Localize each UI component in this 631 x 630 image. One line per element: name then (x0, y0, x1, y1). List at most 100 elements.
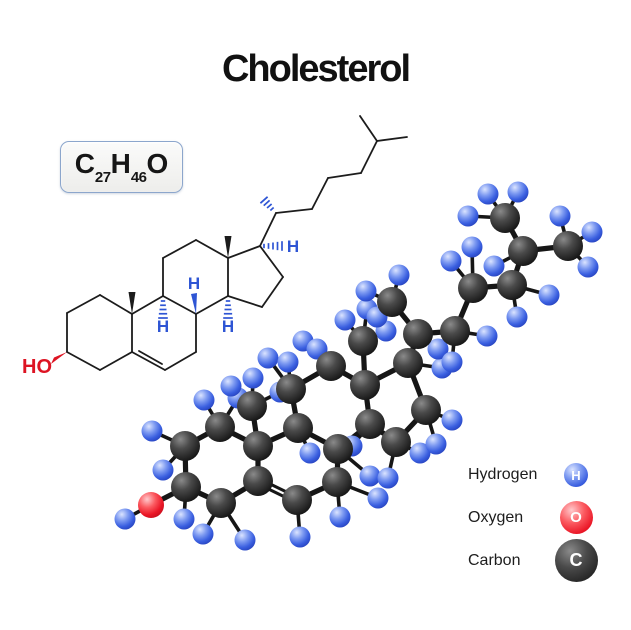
atom-H (461, 236, 483, 258)
skeletal-bond (227, 245, 261, 259)
double-bond-inner-line (138, 350, 163, 365)
legend-label-carbon: Carbon (468, 551, 521, 569)
skeletal-bond (162, 295, 197, 315)
atom-C (237, 391, 267, 421)
formula-subscript: 46 (130, 169, 147, 186)
atom-C (355, 409, 385, 439)
atom-H (441, 351, 463, 373)
formula-element: O (146, 148, 169, 179)
skeletal-bond (261, 276, 284, 308)
atom-H (289, 526, 311, 548)
atom-H (359, 465, 381, 487)
oxygen-ball-icon: O (559, 501, 593, 534)
atom-H (425, 433, 447, 455)
atom-C (393, 348, 423, 378)
atom-C (403, 319, 433, 349)
hydroxyl-wedge (51, 352, 67, 364)
skeletal-bond (359, 115, 378, 142)
skeletal-bond (227, 295, 263, 308)
legend-label-oxygen: Oxygen (468, 508, 524, 526)
atom-H (173, 508, 195, 530)
skeletal-bond (259, 212, 277, 247)
atom-H (483, 255, 505, 277)
skeletal-bond (131, 351, 166, 371)
atom-H (234, 529, 256, 551)
atom-H (152, 459, 174, 481)
atom-H (193, 389, 215, 411)
atom-C (381, 427, 411, 457)
formula-element: H (110, 148, 131, 179)
h-c8-wedge (191, 293, 197, 314)
carbon-ball-icon: C (554, 539, 598, 582)
atom-H (477, 183, 499, 205)
skeletal-bond (195, 295, 229, 315)
formula-box: C27H46O (60, 141, 183, 193)
atom-H (192, 523, 214, 545)
skeletal-atom-label: H (287, 237, 299, 256)
atom-H (427, 338, 449, 360)
hashed-stereo-bond-tick (266, 203, 273, 209)
atom-C (440, 316, 470, 346)
skeletal-bond (164, 351, 197, 371)
atom-C (350, 370, 380, 400)
methyl-c19-wedge (128, 292, 136, 314)
atom-H (242, 367, 264, 389)
atom-H (367, 487, 389, 509)
atom-H (577, 256, 599, 278)
skeletal-bond (66, 351, 101, 371)
atom-C (323, 434, 353, 464)
atom-H (440, 250, 462, 272)
atom-H (299, 442, 321, 464)
atom-O (138, 492, 164, 518)
atom-H (581, 221, 603, 243)
atom-H (114, 508, 136, 530)
legend-item-oxygen: Oxygen O (468, 501, 600, 534)
atom-C (206, 488, 236, 518)
legend-label-hydrogen: Hydrogen (468, 466, 538, 483)
atom-H (476, 325, 498, 347)
atom-C (283, 413, 313, 443)
atom-C (348, 326, 378, 356)
atom-C (490, 203, 520, 233)
skeletal-bond (162, 239, 197, 259)
formula-text: C27H46O (75, 148, 169, 186)
skeletal-atom-label: H (222, 317, 234, 336)
atom-C (243, 466, 273, 496)
skeletal-atom-label: H (157, 317, 169, 336)
atom-H (257, 347, 279, 369)
atom-C (322, 467, 352, 497)
atom-C (282, 485, 312, 515)
skeletal-atom-label: H (188, 274, 200, 293)
atom-H (409, 442, 431, 464)
hydrogen-ball-icon: H (564, 463, 588, 487)
formula-subscript: 27 (94, 169, 111, 186)
skeletal-bond (131, 295, 164, 315)
atom-C (170, 431, 200, 461)
atom-H (277, 351, 299, 373)
hashed-stereo-bond-tick (259, 196, 269, 204)
atom-C (276, 374, 306, 404)
atom-H (506, 306, 528, 328)
atom-C (508, 236, 538, 266)
skeletal-bond (327, 172, 362, 179)
atom-C (553, 231, 583, 261)
atom-C (171, 472, 201, 502)
skeletal-bond (99, 351, 133, 371)
skeletal-bond (259, 245, 284, 278)
atom-H (329, 506, 351, 528)
skeletal-bond (195, 239, 229, 259)
skeletal-bond (99, 294, 133, 315)
ball-stick-model (114, 181, 603, 551)
skeletal-atom-label: HO (22, 356, 52, 378)
atom-H (355, 280, 377, 302)
atom-H (334, 309, 356, 331)
skeletal-bond (66, 294, 101, 314)
atom-C (458, 273, 488, 303)
skeletal-bond (275, 208, 313, 214)
atom-H (220, 375, 242, 397)
skeletal-bond (376, 136, 408, 142)
atom-H (457, 205, 479, 227)
atom-H (388, 264, 410, 286)
